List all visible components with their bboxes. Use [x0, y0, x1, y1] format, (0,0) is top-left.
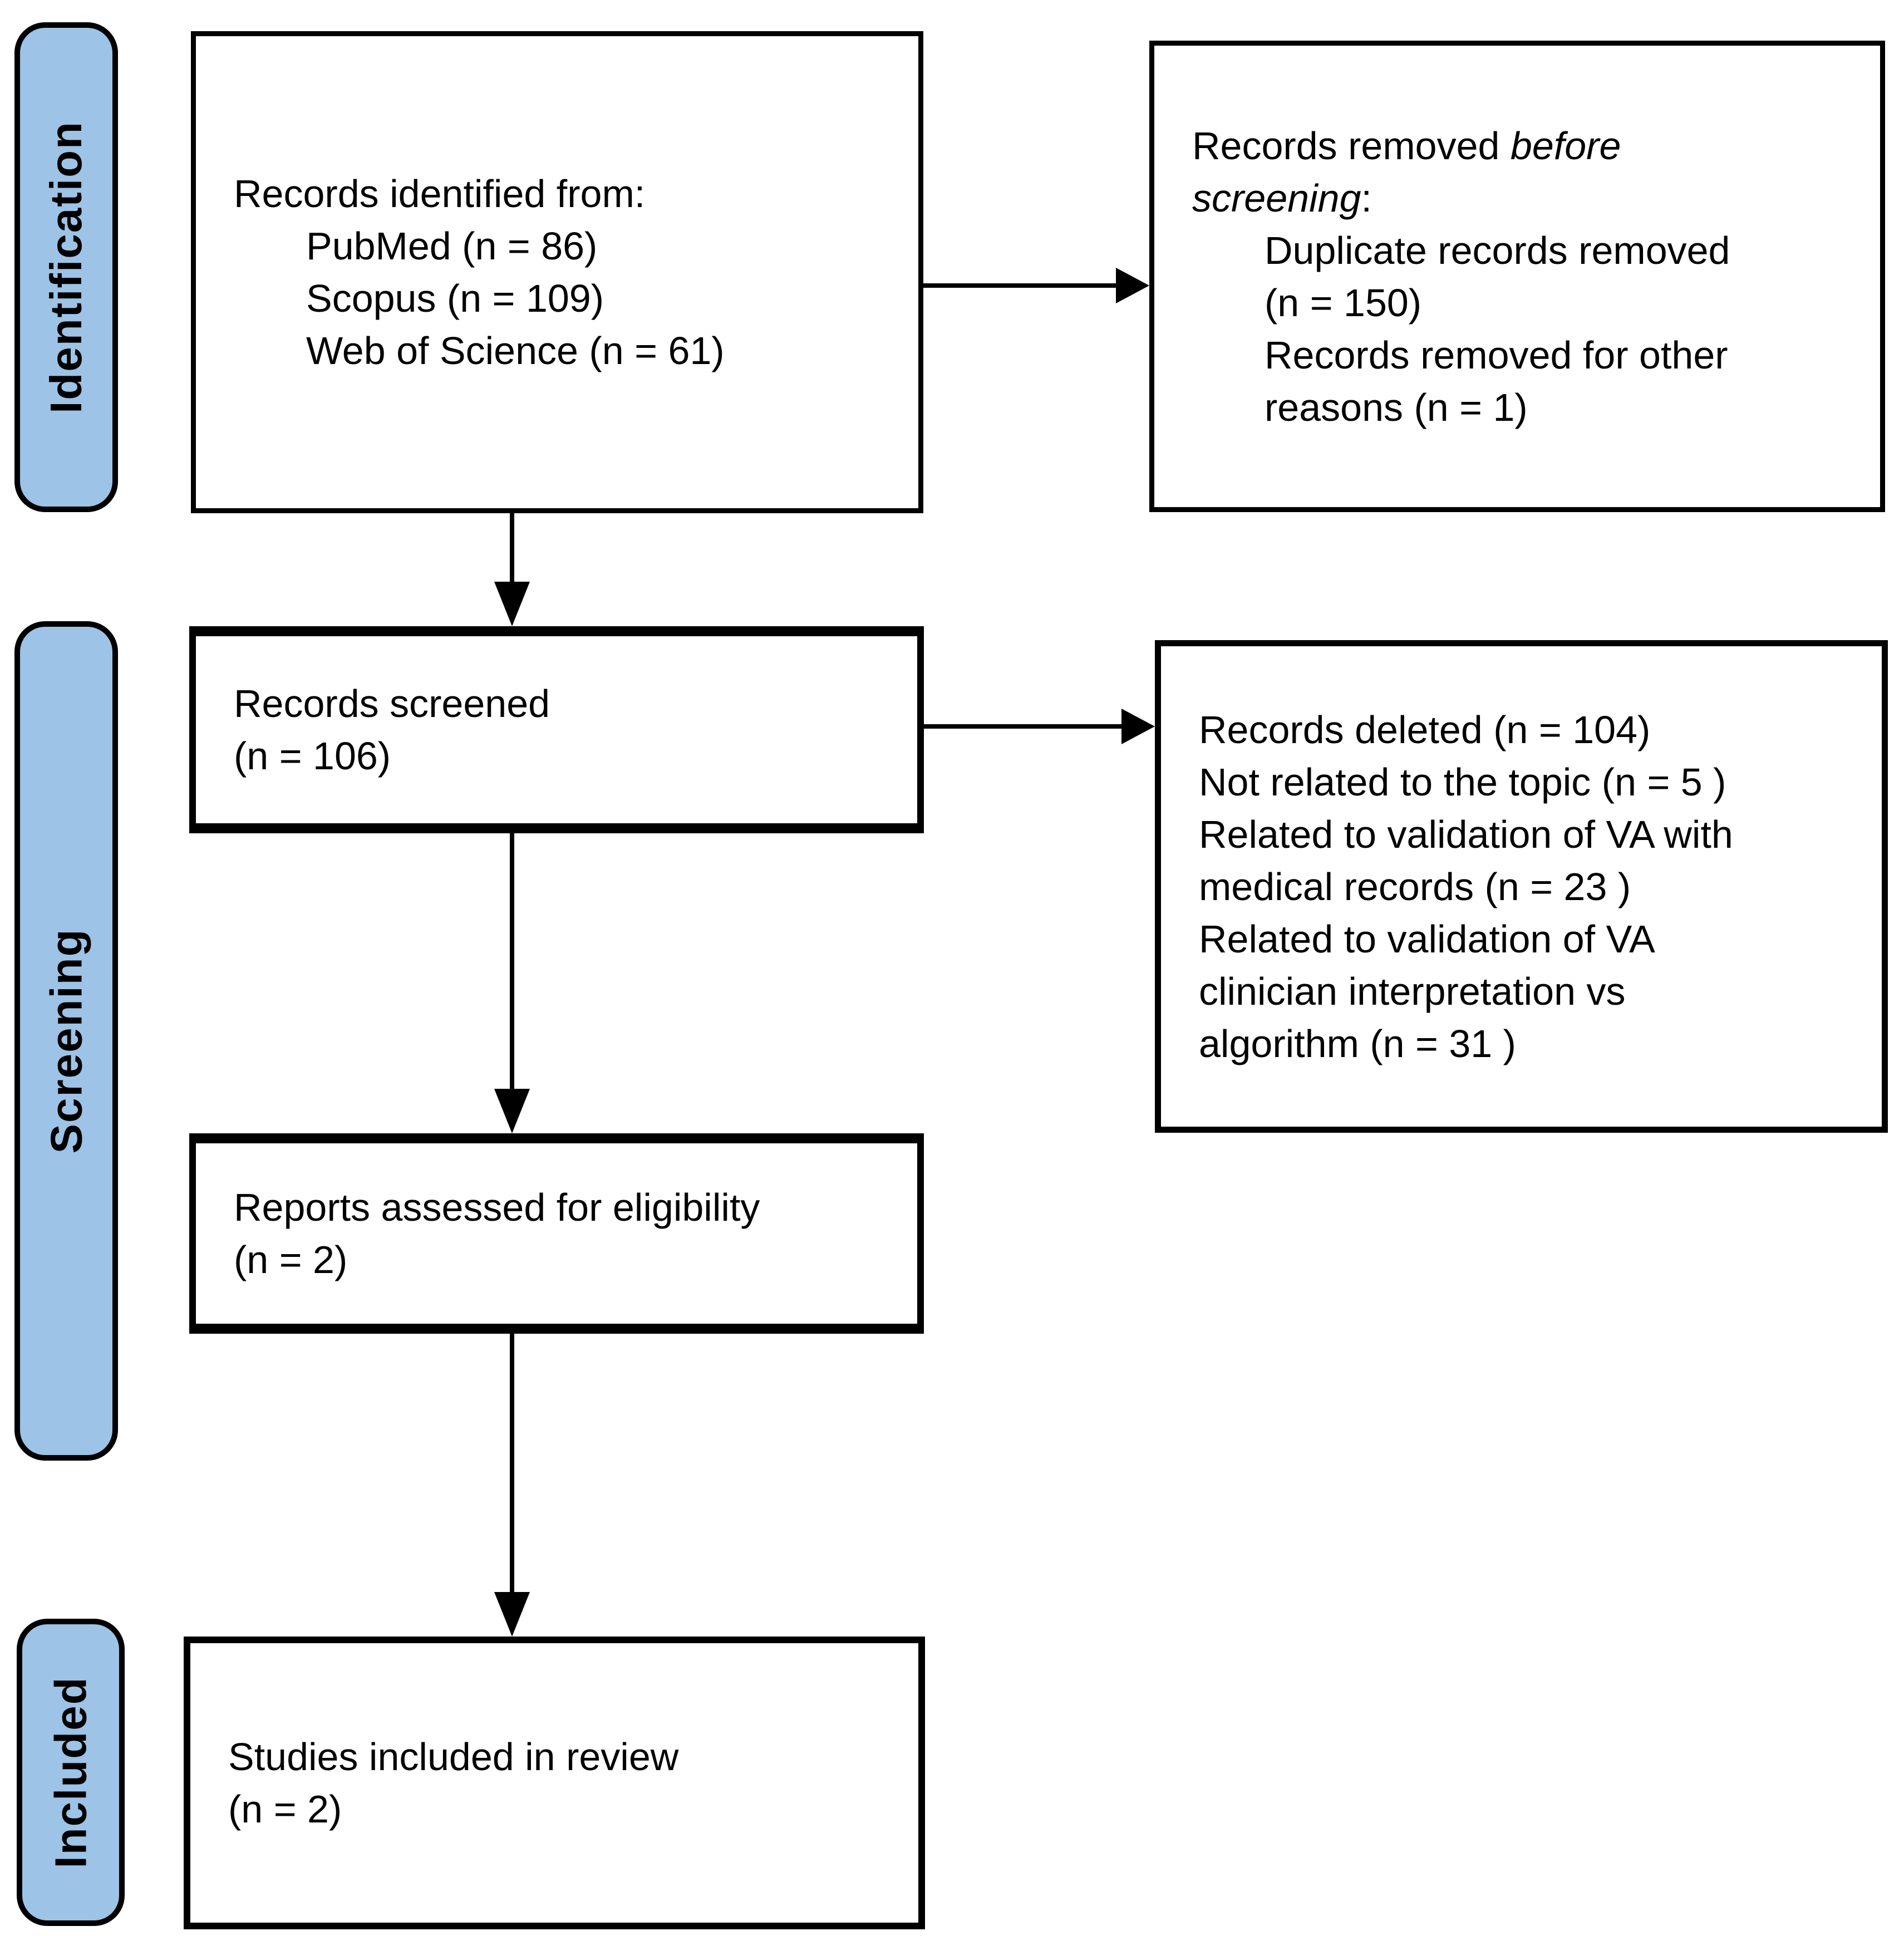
box-studies-included: Studies included in review (n = 2): [184, 1637, 925, 1929]
box-text-line: Duplicate records removed: [1265, 228, 1730, 272]
arrow-line: [923, 724, 1121, 729]
box-records-removed-before-screening: Records removed before screening: Duplic…: [1149, 41, 1885, 512]
box-text-line: Studies included in review: [228, 1735, 679, 1778]
arrowhead-down: [494, 582, 530, 626]
arrowhead-down: [494, 1089, 530, 1133]
box-text-line: Reports assessed for eligibility: [234, 1186, 760, 1229]
box-text-line: clinician interpretation vs: [1199, 969, 1626, 1013]
box-text-line: (n = 106): [234, 734, 391, 778]
arrow-line: [510, 1334, 514, 1592]
arrowhead-right: [1116, 268, 1149, 303]
arrow-line: [510, 513, 514, 582]
arrowhead-right: [1121, 709, 1155, 744]
arrow-line: [510, 833, 514, 1089]
box-text-line: medical records (n = 23 ): [1199, 864, 1631, 908]
box-reports-assessed: Reports assessed for eligibility (n = 2): [189, 1133, 924, 1334]
box-text-line: Records identified from:: [234, 172, 646, 215]
box-text-line: (n = 2): [228, 1787, 342, 1831]
arrow-line: [923, 283, 1116, 288]
stage-label-included-text: Included: [46, 1676, 95, 1869]
box-records-screened: Records screened (n = 106): [189, 626, 924, 833]
stage-label-identification: Identification: [14, 22, 118, 512]
box-text-line: Related to validation of VA with: [1199, 812, 1733, 856]
box-text-line: Records screened: [234, 682, 550, 725]
arrowhead-down: [494, 1592, 530, 1637]
box-records-identified: Records identified from: PubMed (n = 86)…: [191, 31, 923, 513]
box-text-segment-italic: screening: [1192, 176, 1361, 220]
stage-label-screening-text: Screening: [41, 928, 91, 1154]
box-text-line: Records removed before: [1192, 120, 1863, 172]
box-text-line: PubMed (n = 86): [306, 224, 598, 268]
box-text-line: screening:: [1192, 172, 1863, 224]
box-text-line: Not related to the topic (n = 5 ): [1199, 760, 1726, 804]
stage-label-identification-text: Identification: [41, 121, 91, 414]
box-text-line: Records deleted (n = 104): [1199, 707, 1651, 751]
stage-label-screening: Screening: [14, 621, 118, 1461]
box-text-segment: :: [1361, 176, 1372, 220]
box-text-line: Web of Science (n = 61): [306, 329, 725, 372]
box-text-line: Scopus (n = 109): [306, 277, 604, 320]
box-text-line: (n = 150): [1265, 281, 1422, 325]
box-text-line: algorithm (n = 31 ): [1199, 1021, 1516, 1065]
box-records-deleted: Records deleted (n = 104) Not related to…: [1155, 640, 1888, 1133]
box-text-line: Records removed for other: [1265, 333, 1728, 377]
box-text-segment-italic: before: [1510, 124, 1621, 168]
box-text-segment: Records removed: [1192, 124, 1511, 168]
box-text-line: (n = 2): [234, 1238, 348, 1281]
box-text-line: Related to validation of VA: [1199, 917, 1655, 961]
box-text-line: reasons (n = 1): [1265, 385, 1528, 429]
stage-label-included: Included: [17, 1619, 125, 1926]
